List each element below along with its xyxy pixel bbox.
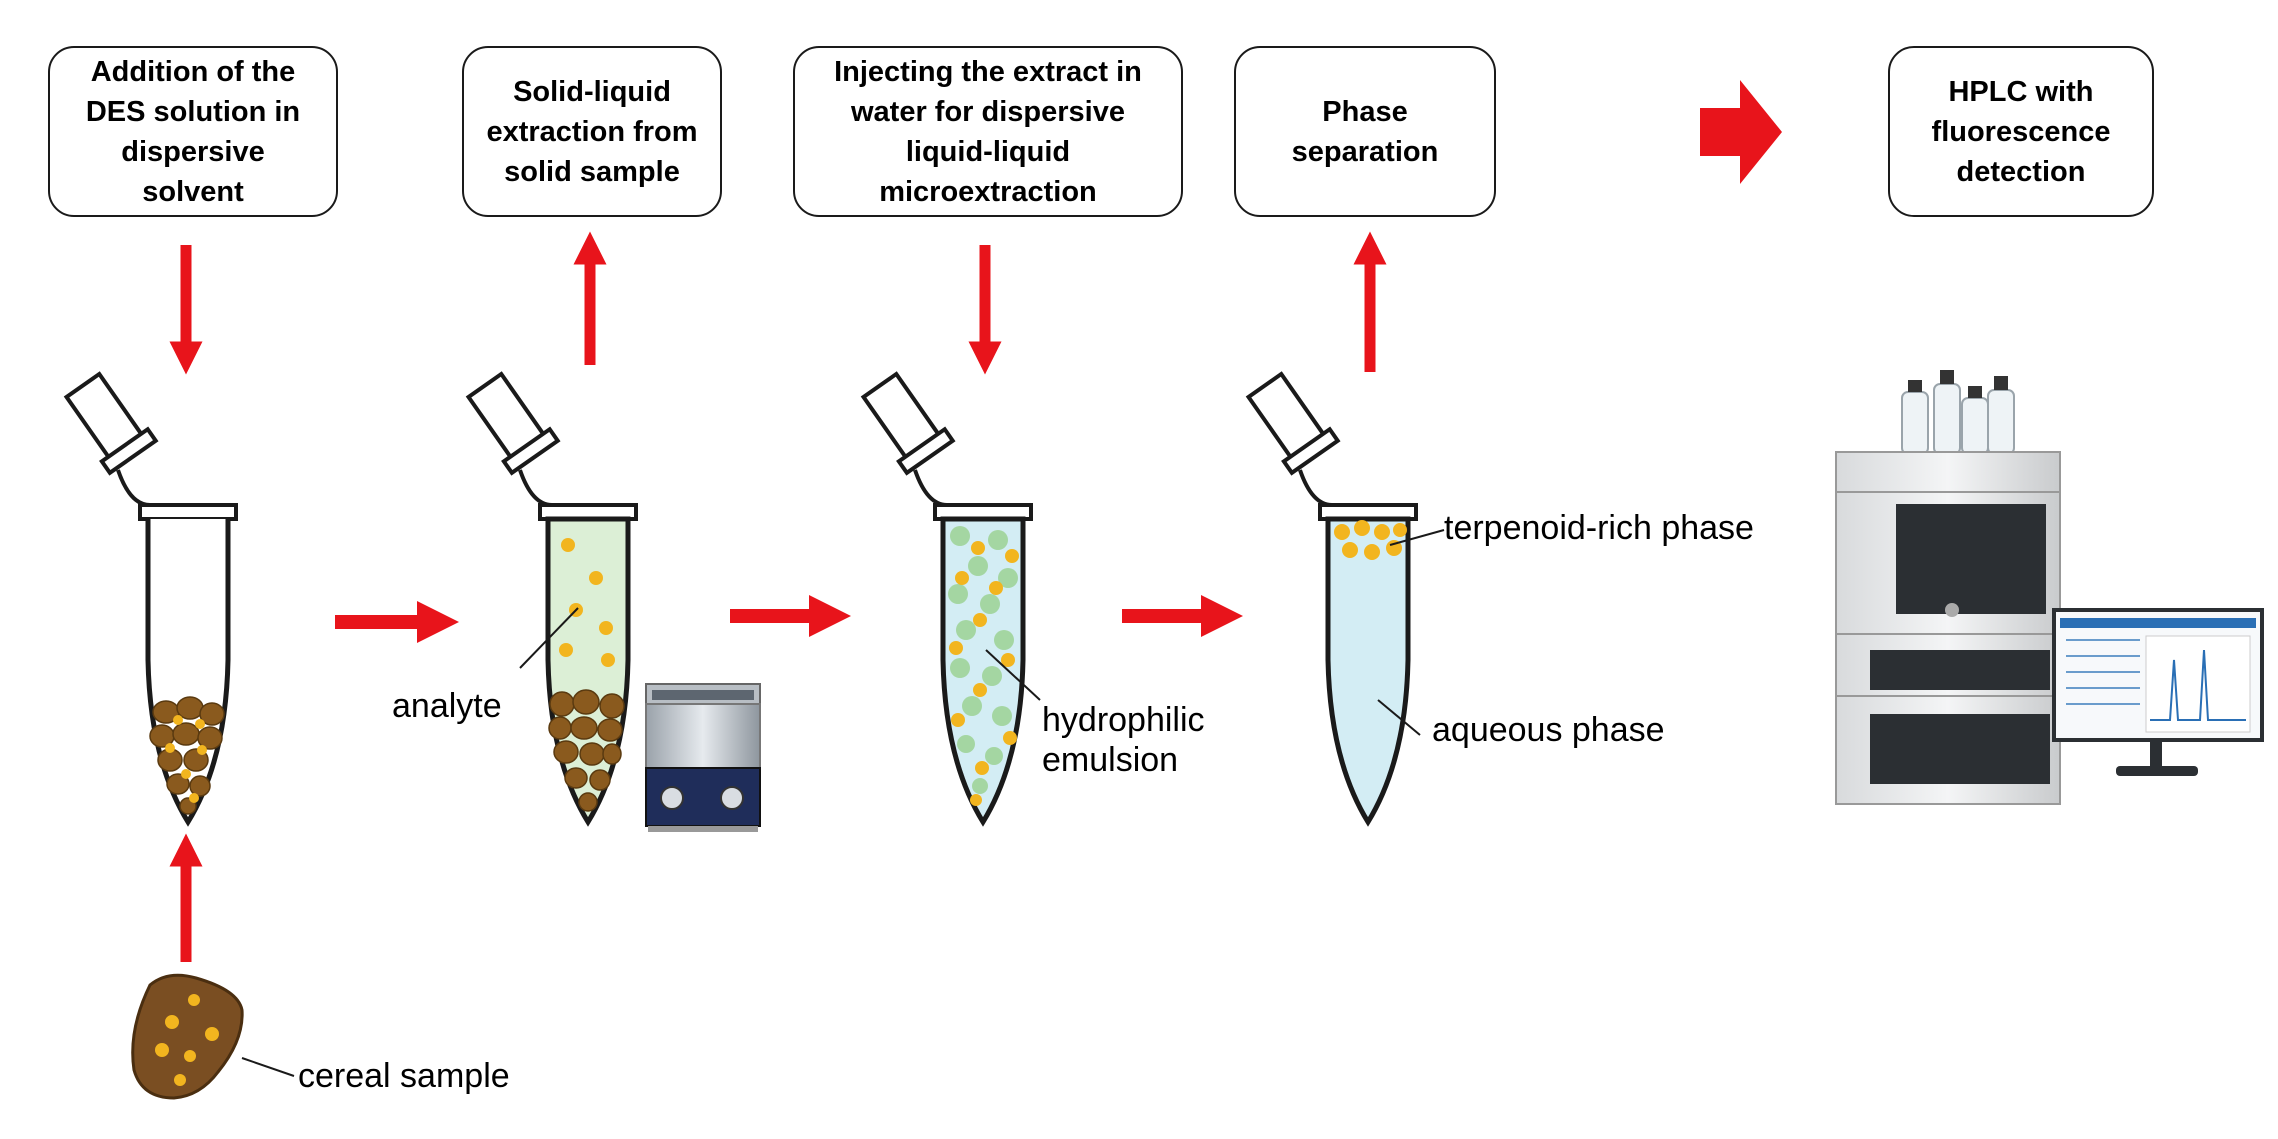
horizontal-arrows [335, 80, 1782, 643]
hplc-instrument-icon [1835, 370, 2264, 805]
ultrasonic-bath-icon [645, 683, 761, 832]
label-aqueous-phase: aqueous phase [1432, 711, 1665, 749]
step-box-solid-liquid-extraction: Solid-liquid extraction from solid sampl… [462, 46, 722, 217]
cereal-grains [149, 696, 225, 815]
step-box-des-addition: Addition of the DES solution in dispersi… [48, 46, 338, 217]
eppendorf-tube-icon [1245, 371, 1445, 827]
big-arrow-right-icon [1700, 80, 1782, 184]
step-box-hplc: HPLC with fluorescence detection [1888, 46, 2154, 217]
cereal-sample-icon [131, 973, 295, 1100]
eppendorf-tube-icon [860, 371, 1041, 827]
label-hydrophilic-emulsion: hydrophilic emulsion [1042, 701, 1205, 779]
label-terpenoid-rich-phase: terpenoid-rich phase [1444, 509, 1754, 547]
step-box-phase-separation: Phase separation [1234, 46, 1496, 217]
eppendorf-tube-icon [63, 371, 238, 827]
vertical-arrows [169, 231, 1387, 962]
label-cereal-sample: cereal sample [298, 1057, 510, 1095]
eppendorf-tube-icon [465, 371, 638, 827]
label-analyte: analyte [392, 687, 502, 725]
step-box-dllme-injection: Injecting the extract in water for dispe… [793, 46, 1183, 217]
